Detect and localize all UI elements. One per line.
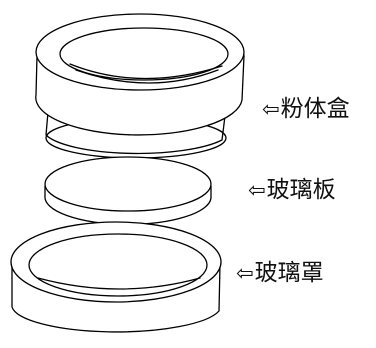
glass-cover-part [10,221,222,333]
glass-cover-inner-rim [28,233,208,297]
left-arrow-icon: ⇦ [262,97,280,121]
label-powder-box: ⇦ 粉体盒 [262,98,350,121]
glass-plate-part [44,156,212,225]
powder-box-inner-lip-2 [75,69,219,84]
label-powder-box-text: 粉体盒 [280,96,350,122]
label-glass-cover-text: 玻璃罩 [254,260,324,286]
glass-plate-top [44,156,212,212]
powder-box-inner-lip [69,63,223,80]
label-glass-cover: ⇦ 玻璃罩 [236,262,324,285]
left-arrow-icon: ⇦ [248,178,266,202]
glass-cover-inner-lip [37,277,201,290]
left-arrow-icon: ⇦ [236,261,254,285]
powder-box-part [35,13,245,159]
powder-box-inner-rim [59,27,229,81]
label-glass-plate-text: 玻璃板 [266,177,336,203]
label-glass-plate: ⇦ 玻璃板 [248,179,336,202]
